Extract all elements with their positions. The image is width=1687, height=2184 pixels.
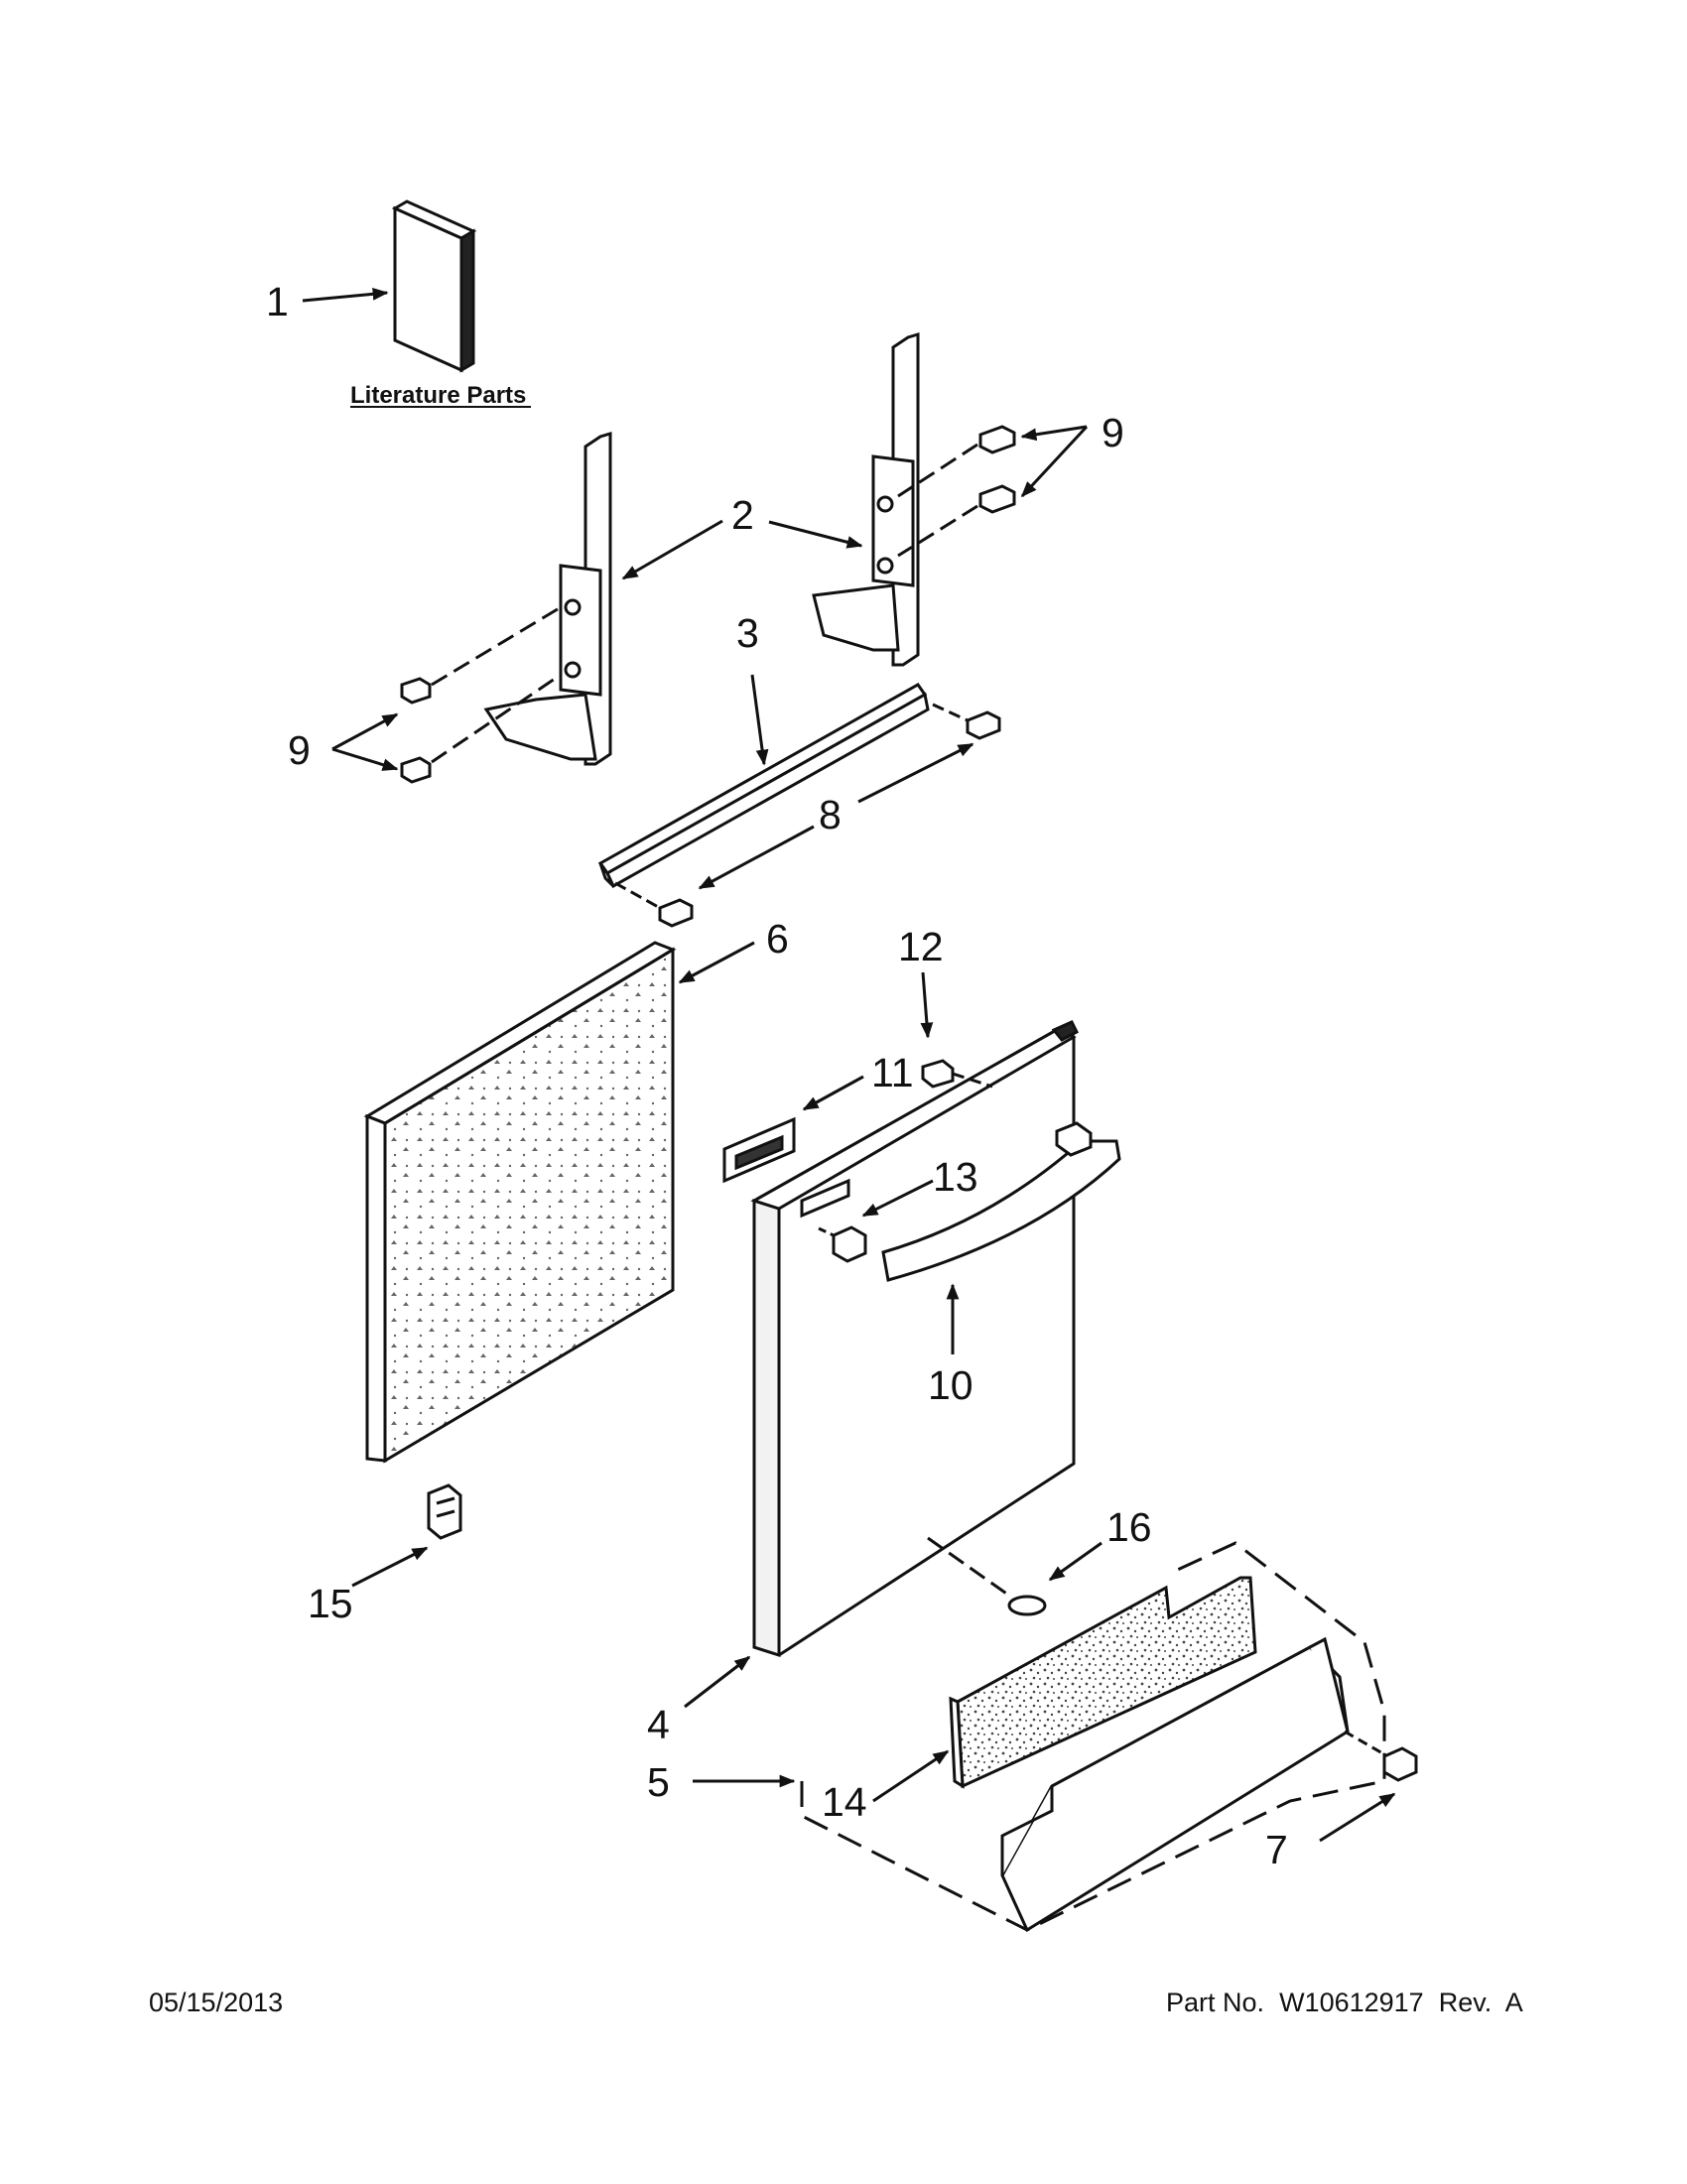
callout-9-upper: 9: [1102, 410, 1124, 455]
callout-13: 13: [933, 1154, 978, 1200]
handle-screw: [921, 1059, 955, 1089]
callout-6: 6: [766, 916, 789, 962]
callout-16: 16: [1106, 1504, 1152, 1550]
callout-8-leader-upper: [857, 742, 974, 804]
insulation-panel: [363, 941, 677, 1464]
callout-9-leader-b: [1020, 425, 1089, 498]
callout-8: 8: [819, 792, 842, 837]
callout-3-leader: [750, 674, 769, 766]
date-text: 05/15/2013: [149, 1988, 284, 2017]
callout-4-leader: [684, 1655, 751, 1709]
callout-13-leader: [861, 1179, 934, 1218]
literature-parts-label: Literature Parts: [350, 382, 526, 409]
callout-12-leader: [920, 971, 934, 1039]
callout-9-lower: 9: [288, 727, 311, 773]
callout-5: 5: [647, 1759, 670, 1805]
door-clip: [427, 1483, 462, 1540]
callout-14-leader: [872, 1749, 950, 1803]
part-number-line: Part No. W10612917 Rev. A: [1166, 1988, 1523, 2018]
callout-11-leader: [802, 1075, 864, 1111]
callout-2: 2: [731, 492, 754, 538]
handle-stud: [832, 1225, 867, 1263]
rev-label: Rev.: [1438, 1988, 1492, 2017]
publication-date: 05/15/2013: [149, 1988, 283, 2018]
callout-11: 11: [871, 1050, 914, 1095]
callout-1-leader: [302, 287, 389, 303]
door-rail: [597, 683, 930, 889]
door-plug: [1007, 1595, 1047, 1616]
callout-10: 10: [928, 1362, 973, 1408]
door-badge-slot: [800, 1178, 850, 1219]
right-hinge-bracket: [812, 331, 920, 667]
kickplate-assembly-outline: [800, 1541, 1386, 1932]
left-hinge-screws: [400, 677, 432, 784]
callout-4: 4: [647, 1702, 670, 1747]
literature-booklet: [391, 199, 477, 373]
callout-2-leader-right: [768, 520, 863, 549]
callout-9-leader-d: [331, 747, 399, 771]
callout-8-leader-lower: [698, 825, 815, 890]
kickplate-insulation: [949, 1576, 1257, 1789]
outer-door-panel: [750, 1020, 1079, 1658]
callout-9-leader-c: [331, 712, 399, 751]
callout-7-leader: [1319, 1792, 1396, 1843]
rail-screws: [658, 710, 1001, 928]
callout-15-leader: [351, 1546, 429, 1588]
right-hinge-screws: [978, 425, 1016, 514]
part-label: Part No.: [1166, 1988, 1265, 2017]
callout-1: 1: [266, 279, 289, 324]
callout-15: 15: [308, 1581, 353, 1626]
rev-value: A: [1504, 1988, 1523, 2017]
part-number: W10612917: [1279, 1988, 1424, 2017]
kickplate-screw: [1382, 1746, 1418, 1782]
callout-16-leader: [1048, 1541, 1103, 1582]
callout-2-leader-left: [621, 519, 723, 580]
callout-12: 12: [898, 924, 944, 969]
callout-3: 3: [736, 610, 759, 656]
door-handle: [881, 1121, 1121, 1282]
left-hinge-bracket: [483, 431, 612, 766]
callout-9-leader-a: [1020, 425, 1088, 442]
control-badge: [722, 1116, 796, 1184]
callout-7: 7: [1265, 1827, 1288, 1872]
callout-14: 14: [822, 1779, 867, 1825]
callout-6-leader: [678, 941, 755, 984]
